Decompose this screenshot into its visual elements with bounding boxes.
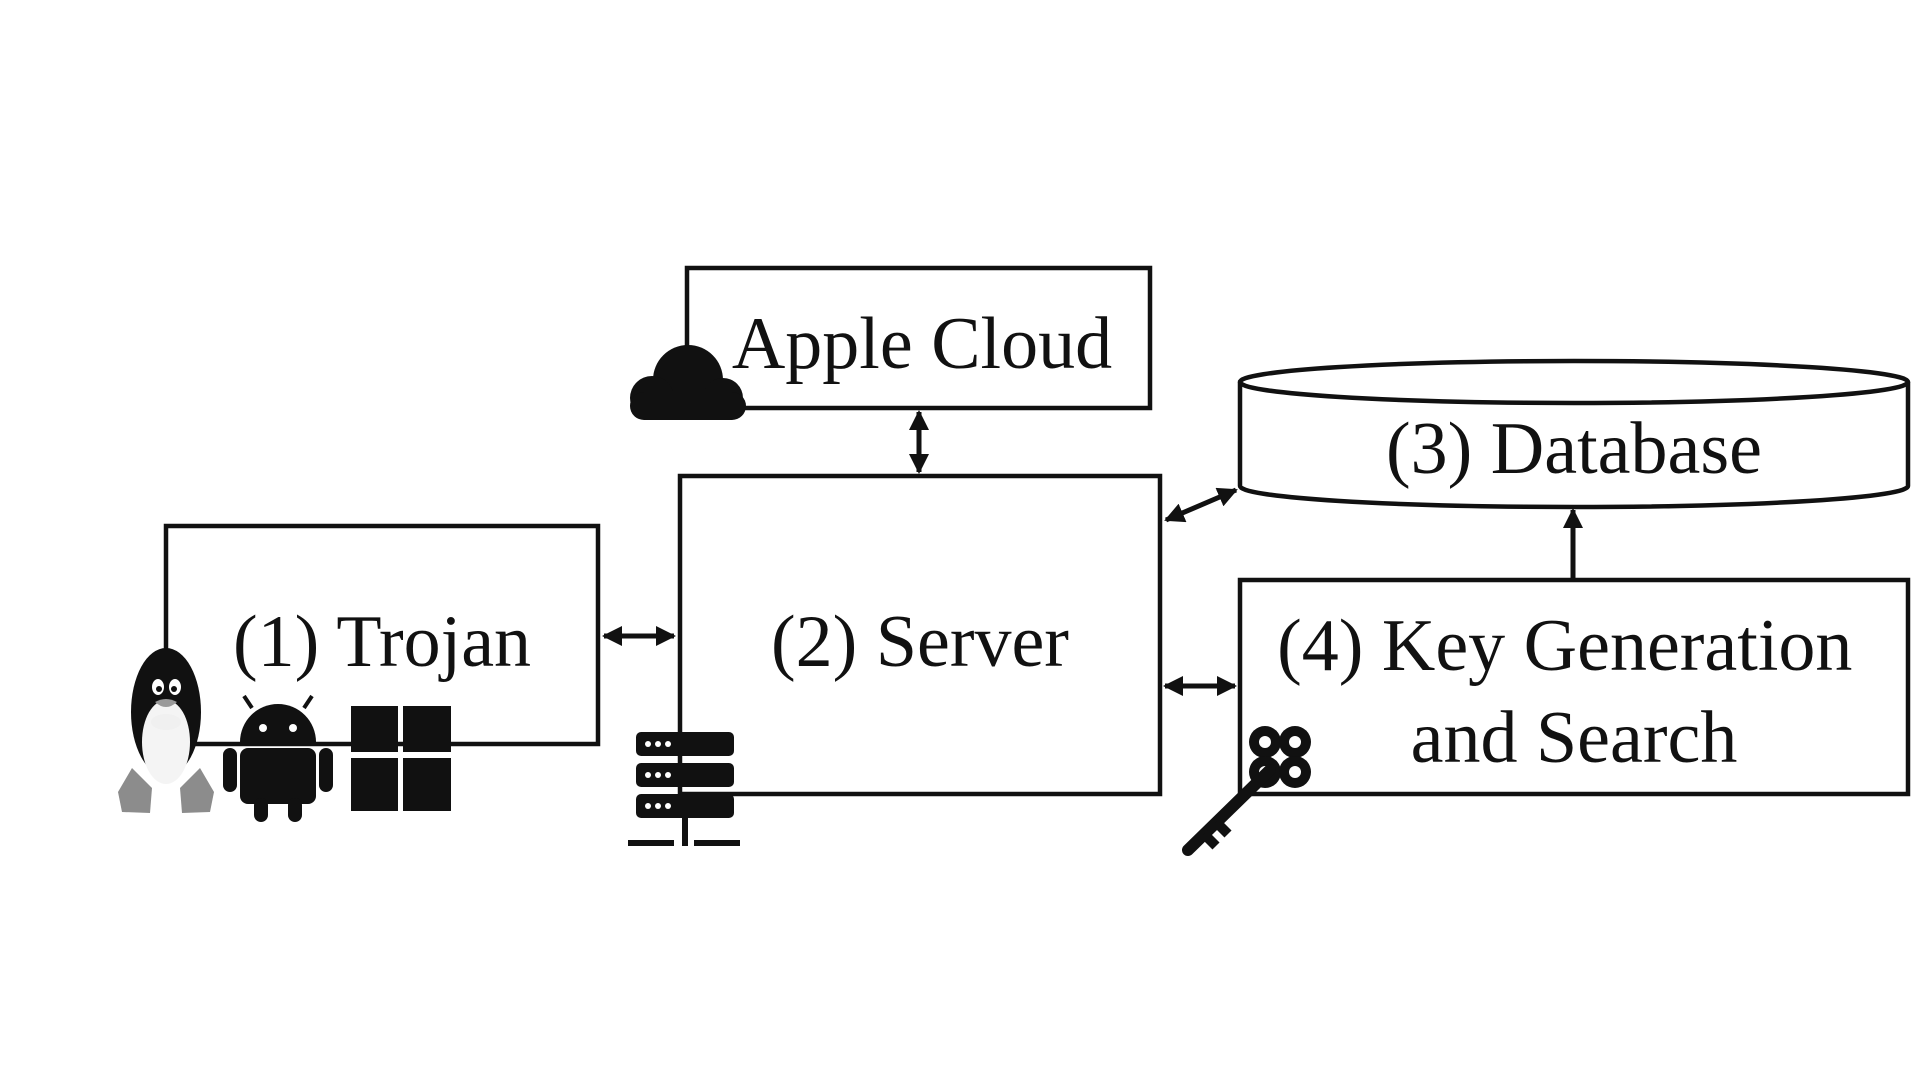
server-node: (2) Server — [677, 473, 1163, 797]
edge-server-database — [1164, 487, 1238, 523]
server-rack-icon — [628, 732, 740, 846]
windows-icon — [351, 706, 451, 811]
database-label: (3) Database — [1386, 408, 1762, 490]
key-icon — [1182, 726, 1311, 856]
edges — [602, 410, 1583, 696]
linux-penguin-icon — [118, 648, 214, 813]
apple-cloud-node: Apple Cloud — [684, 265, 1153, 411]
keygen-label-line2: and Search — [1411, 697, 1738, 779]
cloud-icon — [630, 345, 746, 420]
server-label: (2) Server — [771, 601, 1069, 683]
keygen-label-line1: (4) Key Generation — [1277, 605, 1852, 687]
keygen-node: (4) Key Generation and Search — [1237, 577, 1911, 797]
keygen-label: (4) Key Generation and Search — [1277, 605, 1871, 779]
trojan-node: (1) Trojan — [163, 523, 601, 747]
database-node: (3) Database — [1237, 358, 1911, 510]
android-icon — [223, 694, 333, 822]
apple-cloud-label: Apple Cloud — [732, 303, 1112, 385]
trojan-label: (1) Trojan — [233, 601, 531, 683]
